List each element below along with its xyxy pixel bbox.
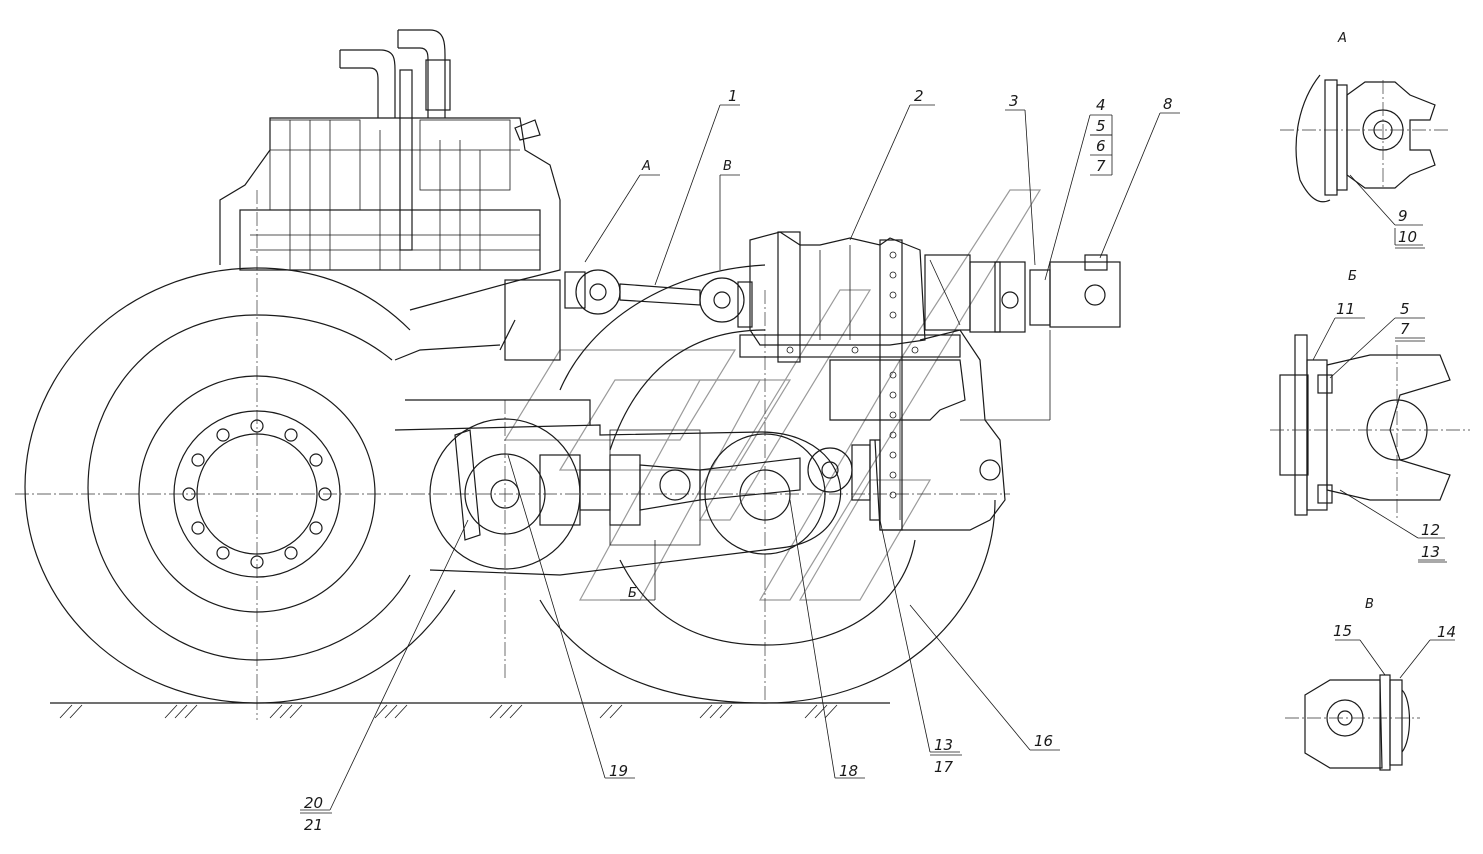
callout-17: 17 bbox=[934, 758, 954, 776]
view-ref-v-main: В bbox=[723, 159, 732, 174]
callout-19: 19 bbox=[609, 762, 628, 780]
callout-15: 15 bbox=[1333, 622, 1352, 640]
callout-labels: 1 2 3 4 5 6 7 8 9 10 11 5 7 12 13 14 15 … bbox=[300, 87, 1456, 834]
view-ref-a-detail: А bbox=[1337, 31, 1347, 46]
callout-10: 10 bbox=[1398, 228, 1417, 246]
lower-cardan-shaft bbox=[454, 429, 871, 541]
detail-view-v bbox=[1285, 639, 1455, 771]
callout-7: 7 bbox=[1096, 157, 1106, 175]
callout-5-detail: 5 bbox=[1400, 300, 1410, 318]
ground-line bbox=[50, 702, 890, 719]
callout-11: 11 bbox=[1336, 300, 1355, 318]
callout-5: 5 bbox=[1096, 117, 1106, 135]
leader-lines bbox=[300, 104, 1180, 811]
callout-6: 6 bbox=[1096, 137, 1106, 155]
callout-9: 9 bbox=[1398, 207, 1408, 225]
callout-1: 1 bbox=[728, 87, 738, 105]
front-wheel bbox=[539, 264, 996, 704]
callout-16: 16 bbox=[1034, 732, 1053, 750]
watermark-logo bbox=[503, 189, 1042, 601]
center-lines bbox=[15, 190, 1010, 720]
callout-18: 18 bbox=[839, 762, 858, 780]
callout-7-detail: 7 bbox=[1400, 320, 1410, 338]
view-ref-b-detail: Б bbox=[1348, 269, 1357, 284]
callout-13: 13 bbox=[934, 736, 953, 754]
callout-4: 4 bbox=[1096, 96, 1106, 114]
transfer-gearbox bbox=[739, 231, 1006, 531]
detail-view-a bbox=[1280, 74, 1450, 246]
callout-3: 3 bbox=[1009, 92, 1019, 110]
callout-2: 2 bbox=[914, 87, 924, 105]
wheel-bolt-circle bbox=[182, 419, 332, 569]
rear-wheel bbox=[24, 267, 456, 704]
pump-assembly bbox=[924, 254, 1121, 333]
callout-21: 21 bbox=[304, 816, 323, 834]
callout-12: 12 bbox=[1421, 521, 1440, 539]
callout-20: 20 bbox=[304, 794, 323, 812]
view-ref-b-main: Б bbox=[628, 586, 637, 601]
callout-8: 8 bbox=[1163, 95, 1173, 113]
callout-14: 14 bbox=[1437, 623, 1456, 641]
upper-cardan-shaft bbox=[564, 269, 753, 328]
view-ref-a-main: A bbox=[641, 159, 651, 174]
balancer-arm bbox=[394, 344, 842, 576]
view-ref-v-detail: В bbox=[1365, 597, 1374, 612]
view-reference-labels: A В Б А Б В bbox=[628, 31, 1374, 612]
engine bbox=[219, 29, 561, 361]
callout-13-detail: 13 bbox=[1421, 543, 1440, 561]
detail-view-b bbox=[1270, 317, 1470, 561]
